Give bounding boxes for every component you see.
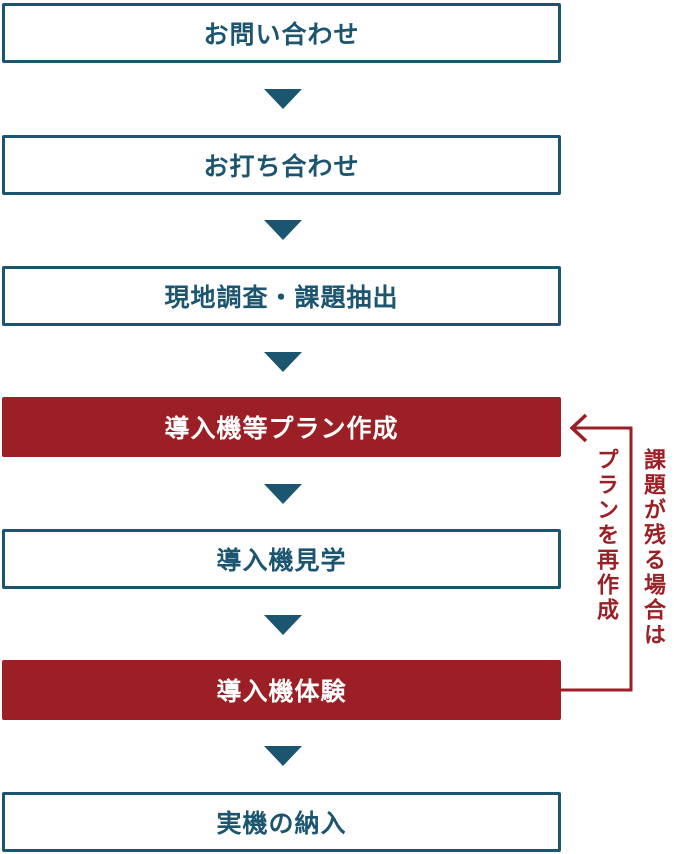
step-delivery: 実機の納入 — [2, 792, 561, 852]
down-arrow-icon — [264, 220, 302, 240]
down-arrow-icon — [264, 352, 302, 372]
step-plan-creation: 導入機等プラン作成 — [2, 397, 561, 457]
step-meeting: お打ち合わせ — [2, 135, 561, 195]
loop-action-label: プランを再作成 — [593, 448, 618, 623]
down-arrow-icon — [264, 484, 302, 504]
down-arrow-icon — [264, 615, 302, 635]
down-arrow-icon — [264, 89, 302, 109]
step-site-survey: 現地調査・課題抽出 — [2, 266, 561, 326]
step-inquiry: お問い合わせ — [2, 3, 561, 63]
step-machine-tour: 導入機見学 — [2, 529, 561, 589]
down-arrow-icon — [264, 746, 302, 766]
step-machine-trial: 導入機体験 — [2, 660, 561, 720]
loop-condition-label: 課題が残る場合は — [640, 448, 665, 648]
